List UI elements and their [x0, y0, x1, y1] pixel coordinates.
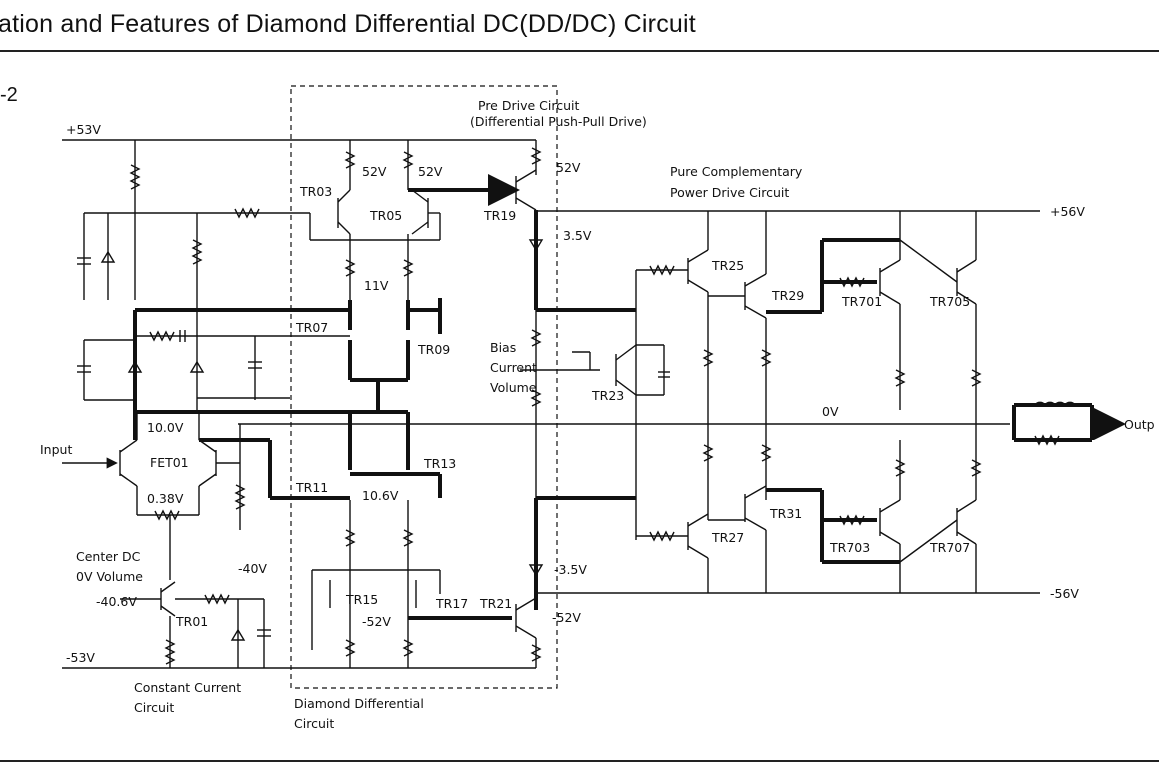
tr27-label: TR27 — [711, 530, 744, 545]
tr01-label: TR01 — [175, 614, 208, 629]
voltage-52v-a: 52V — [362, 164, 387, 179]
voltage-minus-52v-b: -52V — [552, 610, 581, 625]
voltage-labels: 52V 52V 52V 11V 3.5V 10.0V 0.38V 10.6V -… — [96, 160, 592, 629]
tr15-label: TR15 — [345, 592, 378, 607]
tr13-label: TR13 — [423, 456, 456, 471]
tr17-label: TR17 — [435, 596, 468, 611]
pre-drive-wiring — [408, 140, 636, 668]
label-plus-53v: +53V — [66, 122, 101, 137]
diamond-differential-label-2: Circuit — [294, 716, 334, 731]
bias-and-driver-wiring — [615, 211, 900, 593]
diamond-differential-label-1: Diamond Differential — [294, 696, 424, 711]
voltage-52v-c: 52V — [556, 160, 581, 175]
tr701-label: TR701 — [841, 294, 882, 309]
tr23-label: TR23 — [591, 388, 624, 403]
voltage-minus-3-5v: -3.5V — [554, 562, 587, 577]
diamond-differential-boundary — [290, 85, 558, 689]
tr707-label: TR707 — [929, 540, 970, 555]
input-stage-wiring — [62, 140, 350, 530]
section-labels: Pre Drive Circuit (Differential Push-Pul… — [76, 98, 803, 731]
constant-current-wiring — [120, 515, 271, 668]
output-stage-wiring — [879, 211, 1126, 593]
tr29-label: TR29 — [771, 288, 804, 303]
voltage-10v: 10.0V — [147, 420, 184, 435]
fet01-label: FET01 — [150, 455, 189, 470]
bottom-rule — [0, 760, 1159, 762]
figure-number: -2 — [0, 84, 18, 106]
center-dc-label-2: 0V Volume — [76, 569, 143, 584]
label-minus-56v: -56V — [1050, 586, 1079, 601]
bias-label-1: Bias — [490, 340, 516, 355]
voltage-minus-40-6v: -40.6V — [96, 594, 137, 609]
tr07-label: TR07 — [295, 320, 328, 335]
voltage-11v: 11V — [364, 278, 389, 293]
voltage-0-38v: 0.38V — [147, 491, 184, 506]
tr03-label: TR03 — [299, 184, 332, 199]
transistor-labels: TR03 TR05 TR07 TR09 TR11 TR13 TR15 TR17 … — [150, 184, 970, 629]
tr705-label: TR705 — [929, 294, 970, 309]
pre-drive-label-1: Pre Drive Circuit — [478, 98, 579, 113]
page-title: ation and Features of Diamond Differenti… — [0, 4, 1159, 44]
power-drive-label-2: Power Drive Circuit — [670, 185, 789, 200]
tr31-label: TR31 — [769, 506, 802, 521]
pre-drive-label-2: (Differential Push-Pull Drive) — [470, 114, 647, 129]
voltage-minus-52v-a: -52V — [362, 614, 391, 629]
voltage-3-5v: 3.5V — [563, 228, 592, 243]
tr21-label: TR21 — [479, 596, 512, 611]
power-rails — [62, 139, 1040, 669]
label-minus-53v: -53V — [66, 650, 95, 665]
tr25-label: TR25 — [711, 258, 744, 273]
tr19-label: TR19 — [483, 208, 516, 223]
input-label: Input — [40, 442, 72, 457]
output-label: Outp — [1124, 417, 1155, 432]
power-drive-label-1: Pure Complementary — [670, 164, 803, 179]
diamond-differential-core — [309, 140, 512, 668]
constant-current-label-2: Circuit — [134, 700, 174, 715]
bias-label-3: Volume — [490, 380, 537, 395]
center-dc-label-1: Center DC — [76, 549, 141, 564]
constant-current-label-1: Constant Current — [134, 680, 241, 695]
bias-label-2: Current — [490, 360, 537, 375]
page-title-text: ation and Features of Diamond Differenti… — [0, 10, 696, 38]
io-labels: Input Outp — [40, 417, 1155, 457]
label-zero-volt: 0V — [822, 404, 839, 419]
tr11-label: TR11 — [295, 480, 328, 495]
voltage-52v-b: 52V — [418, 164, 443, 179]
voltage-10-6v: 10.6V — [362, 488, 399, 503]
tr05-label: TR05 — [369, 208, 402, 223]
tr703-label: TR703 — [829, 540, 870, 555]
tr09-label: TR09 — [417, 342, 450, 357]
title-rule — [0, 50, 1159, 52]
label-plus-56v: +56V — [1050, 204, 1085, 219]
voltage-minus-40v: -40V — [238, 561, 267, 576]
rail-labels: +53V -53V +56V -56V 0V — [66, 122, 1085, 665]
